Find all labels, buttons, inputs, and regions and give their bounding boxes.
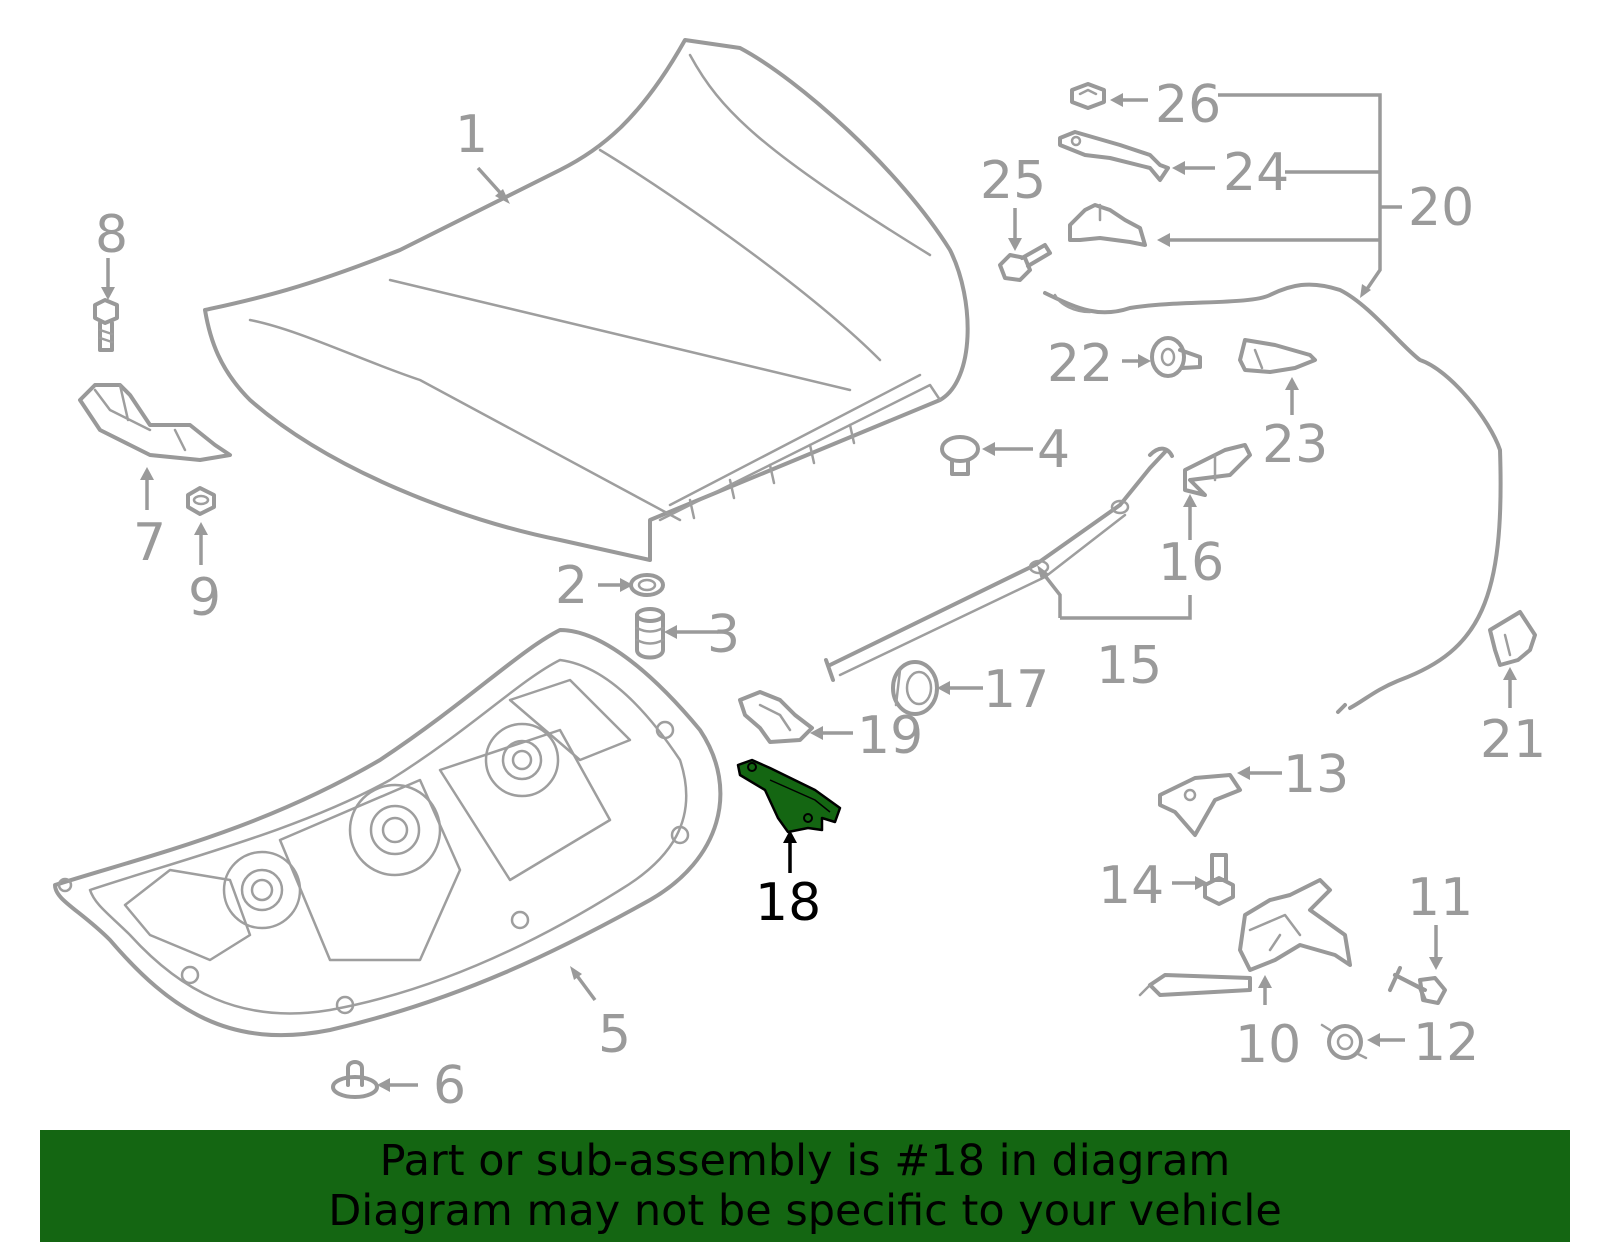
part-24-bracket-lower[interactable]: [1068, 203, 1147, 247]
part-25-bolt[interactable]: [998, 243, 1052, 282]
part-19-bracket[interactable]: [738, 690, 814, 744]
callout-10: 10: [1235, 1015, 1301, 1075]
hood-insulator[interactable]: [53, 628, 723, 1038]
callout-2: 2: [555, 556, 588, 616]
callout-14: 14: [1098, 856, 1164, 916]
callout-22: 22: [1047, 334, 1113, 394]
callout-23: 23: [1262, 415, 1328, 475]
part-9-nut[interactable]: [186, 486, 216, 516]
callout-9: 9: [188, 568, 221, 628]
part-7-hinge[interactable]: [78, 383, 232, 462]
part-6-clip[interactable]: [331, 1060, 379, 1099]
callout-11: 11: [1407, 868, 1473, 928]
banner-line-disclaimer: Diagram may not be specific to your vehi…: [328, 1186, 1282, 1236]
callout-16: 16: [1158, 533, 1224, 593]
part-4-clip[interactable]: [940, 435, 980, 476]
callout-3: 3: [707, 605, 740, 665]
part-22-clip[interactable]: [1150, 336, 1202, 378]
callout-7: 7: [133, 513, 166, 573]
part-24-bracket[interactable]: [1058, 130, 1170, 182]
callout-6: 6: [433, 1056, 466, 1116]
callout-20: 20: [1408, 178, 1474, 238]
callout-labels: 1 2 3 4 5 6 7 8 9 10 11 12 13 14 15 16 1…: [95, 75, 1546, 1116]
part-20-release-cable[interactable]: [1043, 282, 1503, 714]
callout-17: 17: [983, 660, 1049, 720]
callout-5: 5: [598, 1005, 631, 1065]
callout-24: 24: [1223, 143, 1289, 203]
part-21-clip[interactable]: [1488, 610, 1537, 667]
callout-12: 12: [1413, 1013, 1479, 1073]
hood-panel[interactable]: [203, 38, 970, 562]
part-12-nut[interactable]: [1320, 1023, 1368, 1060]
part-8-bolt[interactable]: [93, 298, 119, 352]
callout-8: 8: [95, 205, 128, 265]
callout-18: 18: [755, 873, 821, 933]
part-2-washer[interactable]: [629, 573, 665, 597]
banner-line-part: Part or sub-assembly is #18 in diagram: [379, 1136, 1231, 1186]
callout-21: 21: [1480, 710, 1546, 770]
part-11-bolt[interactable]: [1388, 966, 1447, 1005]
part-10-latch[interactable]: [1138, 878, 1352, 997]
part-26-nut[interactable]: [1070, 82, 1106, 110]
callout-13: 13: [1283, 745, 1349, 805]
callout-4: 4: [1037, 420, 1070, 480]
callout-26: 26: [1155, 75, 1221, 135]
part-3-bumper[interactable]: [635, 607, 665, 660]
callout-19: 19: [857, 706, 923, 766]
callout-15: 15: [1096, 636, 1162, 696]
part-14-bolt[interactable]: [1203, 853, 1235, 906]
part-23-clip[interactable]: [1238, 338, 1317, 374]
part-18-bracket[interactable]: [736, 758, 842, 834]
parts-diagram: 1 2 3 4 5 6 7 8 9 10 11 12 13 14 15 16 1…: [53, 38, 1546, 1116]
part-13-bracket[interactable]: [1158, 773, 1242, 837]
callout-25: 25: [980, 151, 1046, 211]
leader-lines: [101, 93, 1517, 1092]
callout-1: 1: [455, 105, 488, 165]
info-banner: Part or sub-assembly is #18 in diagram D…: [40, 1130, 1570, 1242]
part-16-holder[interactable]: [1183, 443, 1252, 497]
